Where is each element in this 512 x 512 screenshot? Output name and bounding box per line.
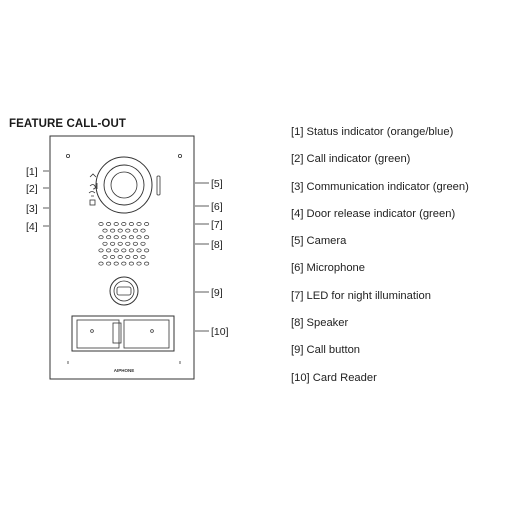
brand-logo: AIPHONE — [114, 368, 135, 373]
speaker-hole — [102, 228, 108, 233]
speaker-hole — [98, 235, 104, 240]
screw-top-left — [66, 153, 71, 158]
legend-item: [4] Door release indicator (green) — [291, 207, 456, 220]
page-title: FEATURE CALL-OUT — [9, 118, 127, 130]
speaker-hole — [121, 248, 127, 253]
speaker-hole — [98, 222, 104, 226]
legend-item: [1] Status indicator (orange/blue) — [291, 126, 454, 138]
speaker-hole — [132, 228, 138, 233]
callouts-left — [43, 170, 49, 227]
speaker-grille — [98, 222, 150, 266]
speaker-hole — [121, 261, 127, 266]
speaker-hole — [113, 261, 119, 266]
speaker-hole — [117, 255, 123, 259]
communication-indicator-icon — [88, 191, 96, 197]
speaker-hole — [121, 235, 127, 240]
door-release-indicator-icon — [89, 199, 96, 206]
speaker-hole — [140, 228, 146, 233]
speaker-hole — [132, 255, 138, 259]
night-led — [156, 175, 161, 196]
speaker-hole — [106, 248, 112, 253]
speaker-hole — [113, 235, 119, 240]
speaker-hole — [106, 261, 112, 266]
callout-8: [8] — [211, 239, 223, 251]
indicator-icons — [88, 173, 98, 206]
speaker-hole — [128, 248, 134, 253]
speaker-hole — [125, 241, 131, 246]
call-indicator-icon — [89, 183, 98, 190]
legend-item: [2] Call indicator (green) — [291, 153, 411, 166]
legend-item: [5] Camera — [291, 235, 347, 248]
speaker-hole — [117, 241, 123, 246]
speaker-hole — [128, 222, 134, 226]
card-reader — [71, 315, 175, 352]
speaker-hole — [128, 235, 134, 240]
speaker-hole — [113, 222, 119, 226]
callout-2: [2] — [26, 183, 38, 195]
speaker-hole — [113, 248, 119, 253]
speaker-hole — [136, 222, 142, 226]
speaker-hole — [125, 255, 131, 259]
speaker-hole — [140, 241, 146, 246]
callout-6: [6] — [211, 201, 223, 213]
speaker-hole — [98, 248, 104, 253]
speaker-hole — [106, 222, 112, 226]
callout-10: [10] — [211, 326, 229, 338]
speaker-hole — [117, 228, 123, 233]
speaker-hole — [110, 255, 116, 259]
speaker-hole — [110, 241, 116, 246]
callout-4: [4] — [26, 221, 38, 233]
speaker-hole — [125, 228, 131, 233]
speaker-hole — [102, 255, 108, 259]
speaker-hole — [144, 222, 150, 226]
legend-item: [7] LED for night illumination — [291, 289, 431, 302]
speaker-hole — [121, 222, 127, 226]
legend-item: [10] Card Reader — [291, 371, 377, 384]
speaker-hole — [136, 235, 142, 240]
speaker-hole — [98, 261, 104, 266]
call-button — [109, 276, 139, 306]
legend-item: [3] Communication indicator (green) — [291, 180, 469, 193]
speaker-hole — [144, 235, 150, 240]
speaker-hole — [102, 241, 108, 246]
legend-list: [1] Status indicator (orange/blue) [2] C… — [291, 124, 469, 397]
callout-7: [7] — [211, 219, 223, 231]
speaker-hole — [106, 235, 112, 240]
speaker-hole — [144, 248, 150, 253]
status-indicator-icon — [89, 173, 97, 178]
callout-1: [1] — [26, 166, 38, 178]
speaker-hole — [136, 261, 142, 266]
callouts-right — [195, 182, 209, 332]
screw-top-right — [177, 153, 182, 158]
callout-5: [5] — [211, 178, 223, 190]
callout-3: [3] — [26, 203, 38, 215]
speaker-hole — [140, 255, 146, 259]
camera — [95, 156, 153, 214]
legend-item: [6] Microphone — [291, 262, 366, 275]
speaker-hole — [136, 248, 142, 253]
speaker-hole — [128, 261, 134, 266]
legend-item: [9] Call button — [291, 344, 361, 357]
speaker-hole — [144, 261, 150, 266]
speaker-hole — [132, 241, 138, 246]
speaker-hole — [110, 228, 116, 233]
legend-item: [8] Speaker — [291, 317, 349, 330]
callout-9: [9] — [211, 287, 223, 299]
